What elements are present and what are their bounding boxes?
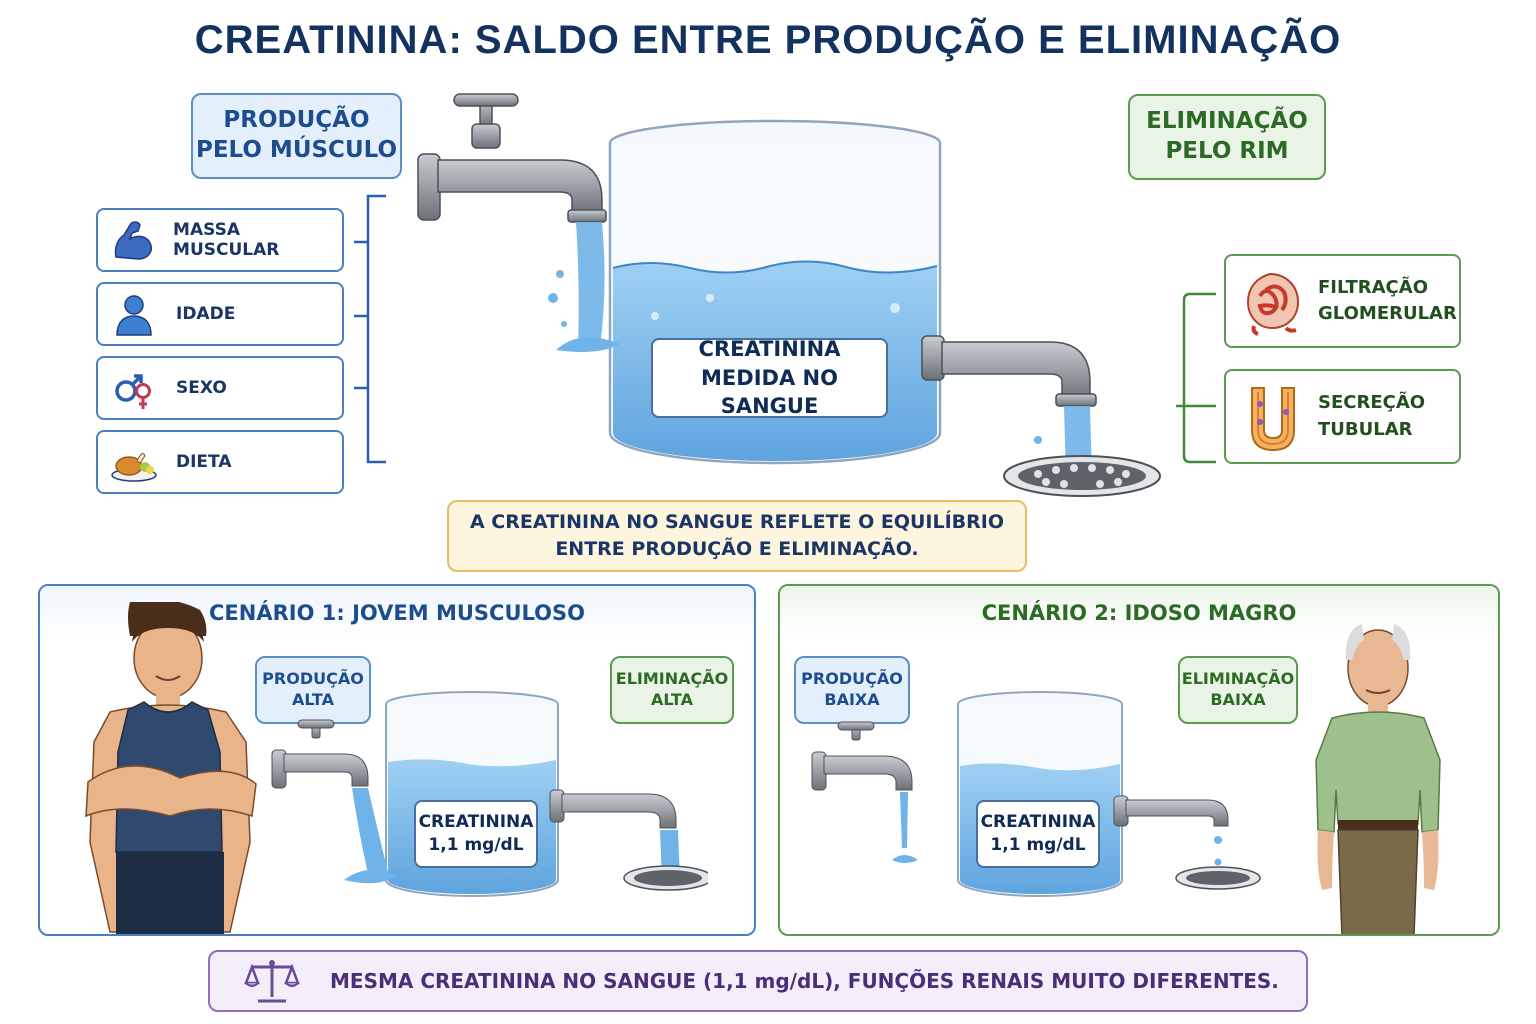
food-plate-icon — [108, 436, 160, 488]
scenario-1-production-tag: PRODUÇÃO ALTA — [255, 656, 371, 724]
factor-label: FILTRAÇÃO GLOMERULAR — [1318, 276, 1457, 324]
factor-muscle-mass: MASSA MUSCULAR — [96, 208, 344, 272]
conclusion-text: MESMA CREATININA NO SANGUE (1,1 mg/dL), … — [330, 969, 1279, 993]
scenario-2-production-tag: PRODUÇÃO BAIXA — [794, 656, 910, 724]
flexed-arm-icon — [108, 214, 157, 266]
glomerulus-icon — [1240, 266, 1306, 336]
factor-diet: DIETA — [96, 430, 344, 494]
production-heading: PRODUÇÃO PELO MÚSCULO — [191, 93, 402, 179]
factor-label: IDADE — [176, 304, 236, 324]
balance-note: A CREATININA NO SANGUE REFLETE O EQUILÍB… — [447, 500, 1027, 572]
person-icon — [108, 288, 160, 340]
elimination-heading: ELIMINAÇÃO PELO RIM — [1128, 94, 1326, 180]
factor-label: MASSA MUSCULAR — [173, 220, 280, 260]
factor-label: SEXO — [176, 378, 227, 398]
production-bracket — [354, 194, 386, 464]
factor-sex: SEXO — [96, 356, 344, 420]
factor-label: DIETA — [176, 452, 232, 472]
young-muscular-man-illustration — [85, 602, 257, 934]
scenario-1-elimination-tag: ELIMINAÇÃO ALTA — [610, 656, 734, 724]
conclusion-banner: MESMA CREATININA NO SANGUE (1,1 mg/dL), … — [208, 950, 1308, 1012]
main-tank-illustration — [417, 93, 1161, 497]
scenario-1-tank-label: CREATININA 1,1 mg/dL — [414, 800, 538, 868]
elimination-bracket — [1176, 292, 1216, 464]
factor-tubular-secretion: SECREÇÃO TUBULAR — [1224, 369, 1461, 464]
factor-age: IDADE — [96, 282, 344, 346]
scenario-1-panel: CENÁRIO 1: JOVEM MUSCULOSO PRODUÇÃO ALTA… — [38, 584, 756, 936]
scenario-2-tank-label: CREATININA 1,1 mg/dL — [976, 800, 1100, 868]
gender-symbols-icon — [108, 362, 160, 414]
page-title: CREATININA: SALDO ENTRE PRODUÇÃO E ELIMI… — [194, 18, 1342, 62]
scenario-2-panel: CENÁRIO 2: IDOSO MAGRO PRODUÇÃO BAIXA EL… — [778, 584, 1500, 936]
scenario-2-elimination-tag: ELIMINAÇÃO BAIXA — [1178, 656, 1298, 724]
elderly-thin-man-illustration — [1315, 624, 1441, 934]
balance-scale-icon — [244, 957, 300, 1005]
factor-glomerular-filtration: FILTRAÇÃO GLOMERULAR — [1224, 254, 1461, 348]
factor-label: SECREÇÃO TUBULAR — [1318, 392, 1426, 440]
tubule-icon — [1240, 382, 1306, 452]
main-tank-label: CREATININA MEDIDA NO SANGUE — [651, 337, 888, 418]
